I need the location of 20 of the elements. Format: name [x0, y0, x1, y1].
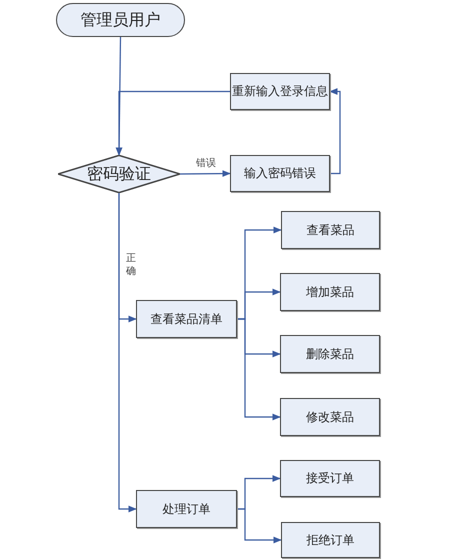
process-box: 输入密码错误 [230, 155, 330, 192]
arrow [116, 90, 230, 156]
arrow [329, 88, 341, 174]
arrow [180, 170, 231, 177]
process-box: 接受订单 [280, 460, 380, 497]
edge-label: 错误 [196, 158, 216, 169]
process-box: 重新输入登录信息 [230, 73, 330, 110]
process-box: 修改菜品 [280, 398, 380, 436]
process-box: 查看菜品 [281, 211, 380, 249]
process-box: 拒绝订单 [281, 522, 380, 558]
process-box: 删除菜品 [280, 335, 380, 373]
edge-label: 正确 [126, 252, 136, 278]
arrow [237, 508, 282, 544]
process-box: 处理订单 [136, 490, 237, 528]
process-box: 增加菜品 [280, 273, 380, 311]
arrow [237, 318, 281, 420]
arrow [118, 193, 137, 512]
process-box: 查看菜品清单 [136, 300, 237, 338]
decision-diamond: 密码验证 [58, 155, 180, 193]
terminal-shape: 管理员用户 [56, 3, 185, 37]
